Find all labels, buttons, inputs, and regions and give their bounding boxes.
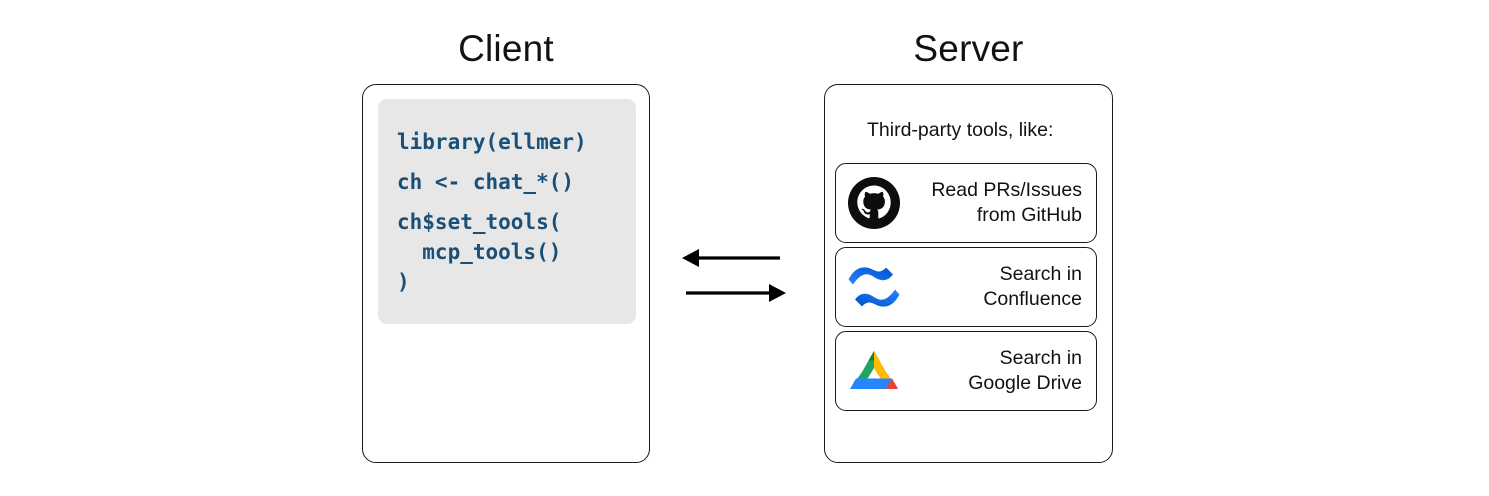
tool-card-google-drive[interactable]: Search in Google Drive (835, 331, 1097, 411)
arrow-right-icon (686, 284, 786, 302)
server-caption: Third-party tools, like: (867, 119, 1054, 141)
google-drive-icon (846, 343, 902, 399)
code-line: library(ellmer) (397, 130, 587, 154)
tool-label: Read PRs/Issues from GitHub (931, 179, 1082, 226)
tool-card-confluence[interactable]: Search in Confluence (835, 247, 1097, 327)
code-line: ) (397, 270, 410, 294)
server-column-title: Server (913, 28, 1024, 69)
code-block: library(ellmer) ch <- chat_*() ch$set_to… (378, 99, 636, 324)
code-line: ch$set_tools( (397, 210, 562, 234)
tool-label: Search in Confluence (983, 263, 1082, 310)
client-column-title: Client (458, 28, 554, 69)
confluence-icon (846, 259, 902, 315)
code-line: mcp_tools() (397, 240, 562, 264)
github-icon (846, 175, 902, 231)
code-line: ch <- chat_*() (397, 170, 575, 194)
tool-label: Search in Google Drive (968, 347, 1082, 394)
connector-arrows (672, 236, 800, 312)
tool-card-github[interactable]: Read PRs/Issues from GitHub (835, 163, 1097, 243)
server-panel: Third-party tools, like: Read PRs/Issues… (824, 84, 1113, 463)
arrow-left-icon (682, 249, 780, 267)
client-panel: library(ellmer) ch <- chat_*() ch$set_to… (362, 84, 650, 463)
